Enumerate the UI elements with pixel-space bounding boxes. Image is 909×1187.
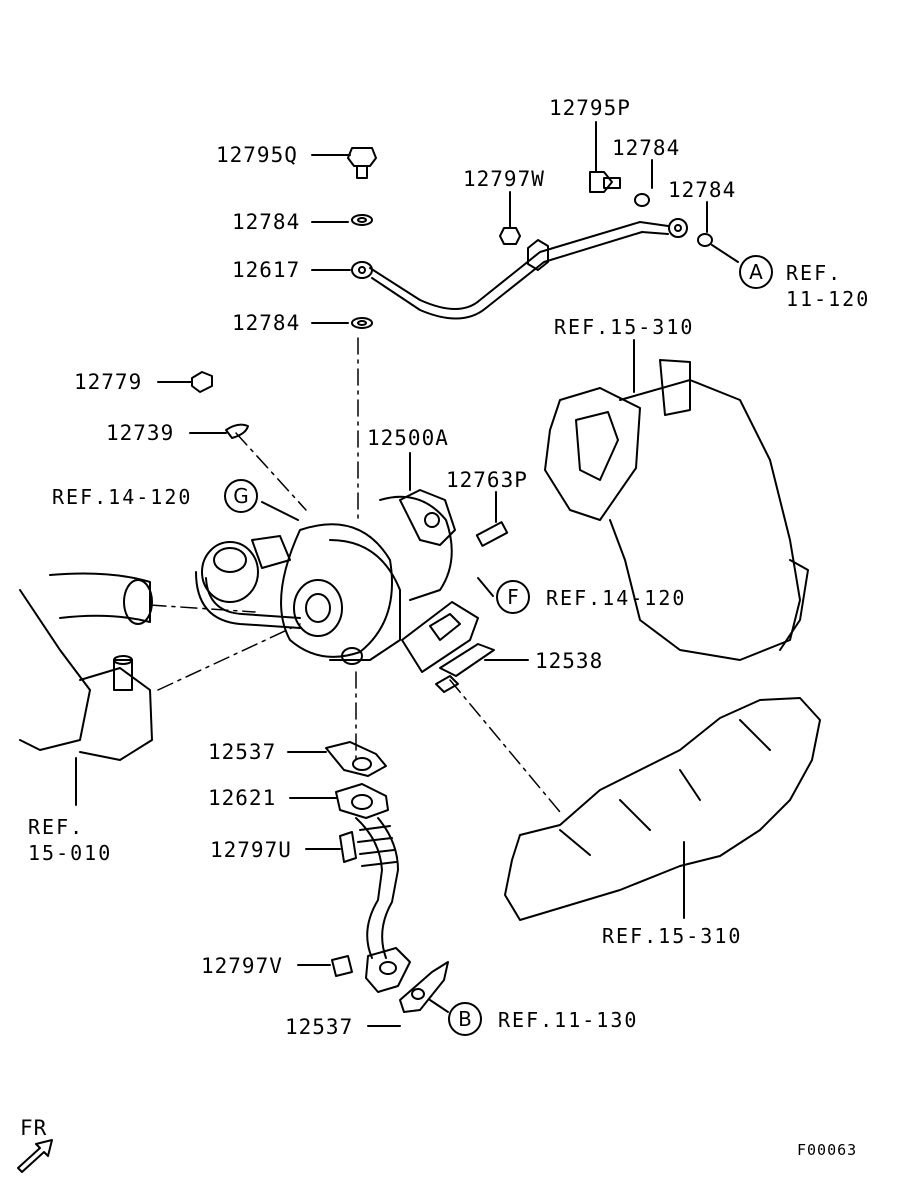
part-label-12500a: 12500A	[367, 426, 449, 450]
part-label-12739: 12739	[106, 421, 175, 445]
exhaust-manifold	[504, 697, 821, 921]
ref-label-a-line2: 11-120	[786, 287, 871, 311]
part-label-12795q: 12795Q	[216, 143, 298, 167]
part-label-12779: 12779	[74, 370, 143, 394]
fasteners	[191, 147, 713, 547]
front-direction-label: FR	[20, 1116, 48, 1140]
ref-label-b: REF.11-130	[498, 1008, 639, 1032]
turbo-outlet-flange	[401, 601, 495, 693]
center-lines	[149, 337, 561, 813]
ref-label-15-310-bottom: REF.15-310	[602, 924, 743, 948]
ref-label-15-010-line2: 15-010	[28, 841, 113, 865]
front-arrow-icon	[17, 1139, 53, 1173]
intake-hose	[19, 572, 153, 761]
turbocharger	[195, 489, 456, 665]
ref-label-f: REF.14-120	[546, 586, 687, 610]
part-label-12621: 12621	[208, 786, 277, 810]
part-label-12784-a: 12784	[612, 136, 681, 160]
part-label-12784-c: 12784	[232, 210, 301, 234]
part-label-12795p: 12795P	[549, 96, 631, 120]
oil-return-pipe	[325, 741, 449, 1013]
part-label-12797v: 12797V	[201, 954, 283, 978]
ref-label-15-310-top: REF.15-310	[554, 315, 695, 339]
part-label-12784-d: 12784	[232, 311, 301, 335]
part-label-12538: 12538	[535, 649, 604, 673]
leader-lines	[75, 121, 739, 1027]
part-label-12537-b: 12537	[285, 1015, 354, 1039]
circle-marker-g: G	[224, 479, 258, 513]
ref-label-15-010-line1: REF.	[28, 815, 85, 839]
part-label-12763p: 12763P	[446, 468, 528, 492]
part-label-12797u: 12797U	[210, 838, 292, 862]
circle-marker-f: F	[496, 580, 530, 614]
ref-label-a-line1: REF.	[786, 261, 843, 285]
part-label-12784-b: 12784	[668, 178, 737, 202]
ref-label-g: REF.14-120	[52, 485, 193, 509]
part-label-12537-a: 12537	[208, 740, 277, 764]
figure-code: F00063	[797, 1141, 858, 1159]
oil-feed-pipe	[351, 218, 688, 320]
part-label-12797w: 12797W	[463, 167, 545, 191]
circle-marker-b: B	[448, 1002, 482, 1036]
circle-marker-a: A	[739, 255, 773, 289]
part-label-12617: 12617	[232, 258, 301, 282]
exhaust-heat-shield	[544, 359, 809, 661]
